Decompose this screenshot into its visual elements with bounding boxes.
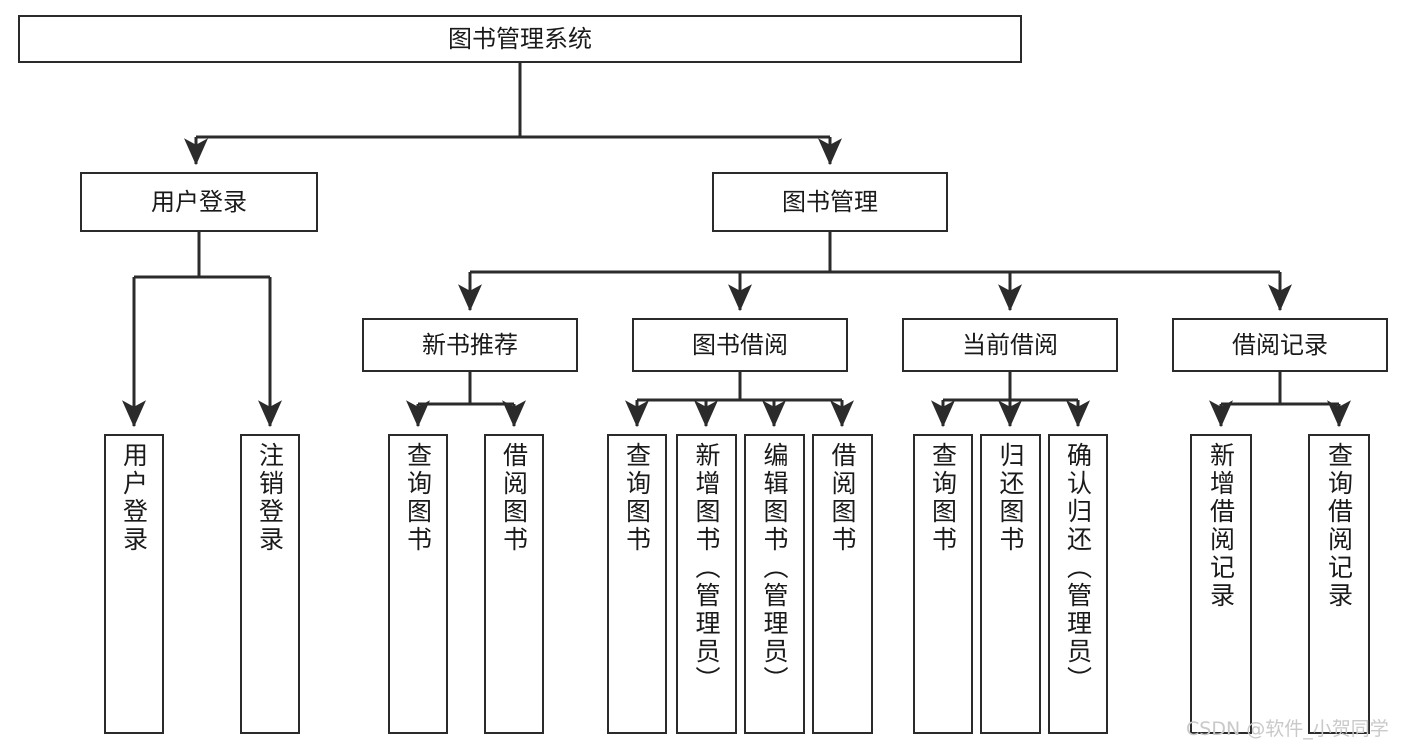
node-leaf-add-book-admin-label: 新增图书（管理员） bbox=[692, 442, 721, 694]
node-leaf-borrow-book-new[interactable]: 借阅图书 bbox=[484, 434, 544, 734]
node-current-borrow[interactable]: 当前借阅 bbox=[902, 318, 1118, 372]
node-leaf-logout-label: 注销登录 bbox=[255, 442, 285, 554]
node-leaf-borrow-book[interactable]: 借阅图书 bbox=[812, 434, 873, 734]
node-leaf-logout[interactable]: 注销登录 bbox=[240, 434, 300, 734]
node-leaf-return-book[interactable]: 归还图书 bbox=[980, 434, 1041, 734]
node-borrow-records-label: 借阅记录 bbox=[1232, 330, 1328, 359]
node-new-book-recommend[interactable]: 新书推荐 bbox=[362, 318, 578, 372]
node-current-borrow-label: 当前借阅 bbox=[962, 330, 1058, 359]
node-leaf-borrow-book-label: 借阅图书 bbox=[828, 442, 857, 554]
node-borrow-records[interactable]: 借阅记录 bbox=[1172, 318, 1388, 372]
node-book-management-label: 图书管理 bbox=[782, 187, 878, 216]
node-user-login-label: 用户登录 bbox=[151, 187, 247, 216]
node-new-book-recommend-label: 新书推荐 bbox=[422, 330, 518, 359]
node-book-management[interactable]: 图书管理 bbox=[712, 172, 948, 232]
node-root[interactable]: 图书管理系统 bbox=[18, 15, 1022, 63]
watermark: CSDN @软件_小贺同学 bbox=[1186, 718, 1389, 740]
node-leaf-confirm-return-admin[interactable]: 确认归还（管理员） bbox=[1048, 434, 1108, 734]
node-leaf-confirm-return-admin-label: 确认归还（管理员） bbox=[1063, 442, 1093, 694]
node-leaf-return-book-label: 归还图书 bbox=[996, 442, 1025, 554]
node-book-borrow-label: 图书借阅 bbox=[692, 330, 788, 359]
node-leaf-query-book-new-label: 查询图书 bbox=[403, 442, 433, 554]
node-leaf-query-book-current-label: 查询图书 bbox=[928, 442, 958, 554]
node-leaf-query-borrow-record[interactable]: 查询借阅记录 bbox=[1308, 434, 1370, 734]
node-leaf-user-login[interactable]: 用户登录 bbox=[104, 434, 164, 734]
node-leaf-query-book[interactable]: 查询图书 bbox=[607, 434, 667, 734]
node-leaf-add-borrow-record[interactable]: 新增借阅记录 bbox=[1190, 434, 1252, 734]
node-leaf-borrow-book-new-label: 借阅图书 bbox=[499, 442, 529, 554]
node-leaf-add-borrow-record-label: 新增借阅记录 bbox=[1206, 442, 1236, 610]
node-leaf-add-book-admin[interactable]: 新增图书（管理员） bbox=[676, 434, 737, 734]
node-leaf-query-book-current[interactable]: 查询图书 bbox=[913, 434, 973, 734]
node-leaf-query-book-label: 查询图书 bbox=[622, 442, 652, 554]
node-leaf-query-borrow-record-label: 查询借阅记录 bbox=[1324, 442, 1354, 610]
node-leaf-query-book-new[interactable]: 查询图书 bbox=[388, 434, 448, 734]
node-leaf-edit-book-admin-label: 编辑图书（管理员） bbox=[760, 442, 789, 694]
node-user-login[interactable]: 用户登录 bbox=[80, 172, 318, 232]
node-leaf-edit-book-admin[interactable]: 编辑图书（管理员） bbox=[744, 434, 805, 734]
node-root-label: 图书管理系统 bbox=[448, 24, 592, 53]
node-leaf-user-login-label: 用户登录 bbox=[119, 442, 149, 554]
node-book-borrow[interactable]: 图书借阅 bbox=[632, 318, 848, 372]
